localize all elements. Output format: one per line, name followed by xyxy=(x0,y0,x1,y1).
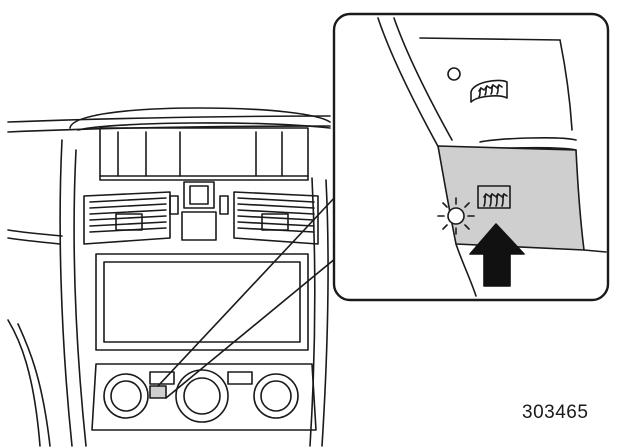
windshield-defroster-icon xyxy=(470,79,508,103)
defroster-indicator-dot xyxy=(447,67,461,81)
rear-defogger-location xyxy=(149,385,167,399)
rear-window-defogger-icon xyxy=(477,185,511,209)
right-climate-knob xyxy=(253,373,299,419)
center-vent-controls xyxy=(169,181,229,241)
callout-leader-lower xyxy=(165,257,337,399)
audio-panel xyxy=(95,253,309,351)
display-hood xyxy=(69,107,331,129)
figure-id-label: 303465 xyxy=(522,402,589,423)
left-climate-knob xyxy=(103,373,149,419)
zoom-inset xyxy=(332,12,610,302)
right-air-vent xyxy=(233,191,319,245)
center-climate-knob xyxy=(175,369,229,423)
indicator-light-icon xyxy=(437,197,475,235)
callout-leader-upper xyxy=(157,195,337,387)
left-air-vent xyxy=(83,191,171,245)
push-arrow-icon xyxy=(469,223,525,287)
dashboard-overview xyxy=(7,107,337,447)
center-console-outline xyxy=(59,139,73,447)
climate-control-panel xyxy=(91,363,317,431)
display-screen xyxy=(99,127,309,181)
rear-defogger-button-panel xyxy=(437,145,585,251)
